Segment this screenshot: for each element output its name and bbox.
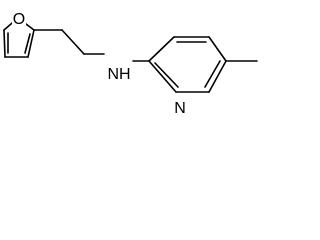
pyridine-nitrogen-label: N bbox=[174, 100, 186, 117]
furan-ring bbox=[3, 17, 35, 58]
bond-c2-c3 bbox=[27, 29, 35, 58]
atom-label-furan-oxygen: O bbox=[12, 10, 26, 28]
double-bond-c2-c3 bbox=[24, 33, 31, 54]
bond-ch2-ch2 bbox=[61, 29, 85, 55]
bond-n-c2-pyr bbox=[148, 60, 177, 93]
amine-nitrogen-label: NH bbox=[107, 66, 130, 83]
atom-label-amine-nitrogen: NH bbox=[104, 64, 134, 83]
chemical-structure-diagram: O NH N bbox=[3, 10, 258, 117]
double-bond-c5-c6-pyr bbox=[204, 60, 221, 88]
bond-c2-c3-pyr bbox=[148, 36, 175, 62]
atom-label-pyridine-nitrogen: N bbox=[172, 98, 188, 117]
bond-c4-c5-pyr bbox=[208, 36, 227, 62]
double-bond-n-c2-pyr bbox=[154, 62, 179, 88]
furan-oxygen-label: O bbox=[13, 11, 25, 28]
pyridine-ring bbox=[148, 36, 227, 93]
bond-c5-c6-pyr bbox=[208, 60, 227, 93]
bond-c4-c5 bbox=[3, 29, 6, 58]
